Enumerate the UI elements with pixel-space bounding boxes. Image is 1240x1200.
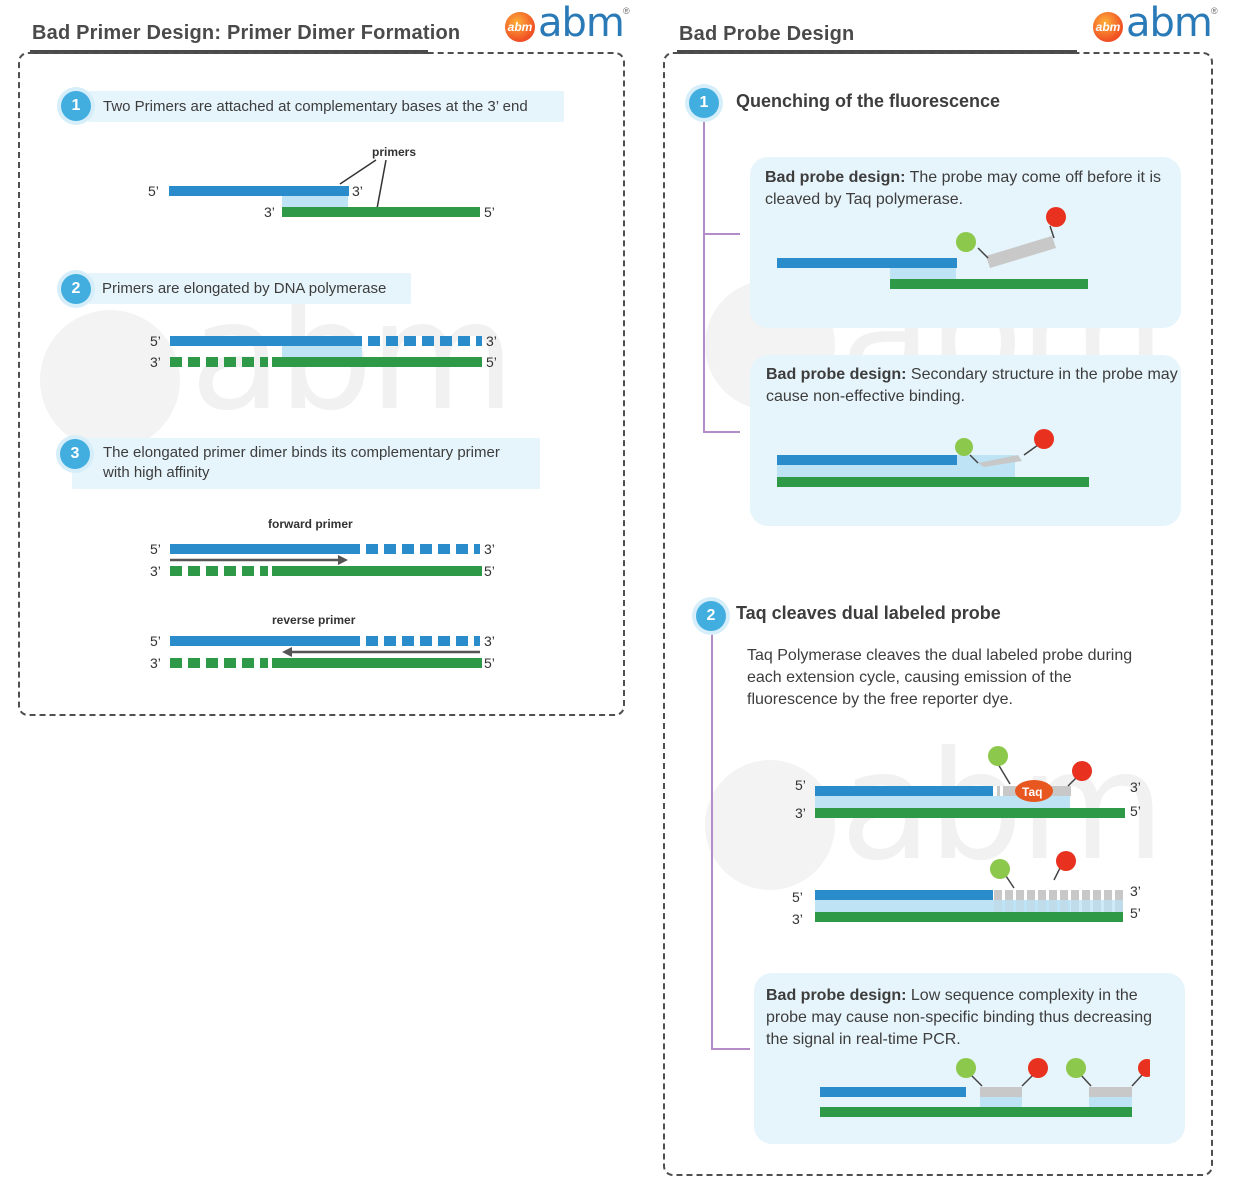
primers-label: primers [372, 145, 416, 159]
step-3-text: The elongated primer dimer binds its com… [103, 444, 500, 481]
probe-detach-diagram [777, 207, 1088, 289]
probe-card-2-body: Secondary structure in the probe may cau… [766, 366, 1178, 405]
forward-primer-label: forward primer [268, 517, 353, 531]
label-3prime: 3’ [792, 911, 803, 927]
watermark-ball-right-2 [705, 760, 835, 890]
probe-card-1-bold: Bad probe design: [765, 169, 906, 186]
section-2-paragraph: Taq Polymerase cleaves the dual labeled … [747, 647, 1133, 708]
taq-cleavage-diagram-1: Taq 5’ 3’ 3’ 5’ [795, 746, 1141, 821]
step-1-box: Two Primers are attached at complementar… [88, 91, 564, 122]
step-3-badge: 3 [60, 439, 90, 469]
right-panel-title: Bad Probe Design [679, 23, 855, 45]
abm-logo-word: abm [538, 0, 625, 46]
label-5prime: 5’ [484, 655, 495, 671]
taq-label: Taq [1022, 785, 1042, 799]
label-5prime: 5’ [1130, 803, 1141, 819]
label-3prime: 3’ [264, 204, 275, 220]
probe-card-1-text: Bad probe design: The probe may come off… [765, 167, 1170, 211]
label-3prime: 3’ [150, 655, 161, 671]
label-3prime: 3’ [352, 183, 363, 199]
step-3-box: The elongated primer dimer binds its com… [72, 438, 540, 489]
primer-dimer-diagram-1: primers 5’ 3’ 3’ 5’ [148, 145, 495, 220]
label-5prime: 5’ [792, 889, 803, 905]
left-panel-title: Bad Primer Design: Primer Dimer Formatio… [32, 22, 461, 44]
probe-secondary-structure-diagram [777, 429, 1089, 487]
probe-card-1-body: The probe may come off before it is clea… [765, 169, 1161, 208]
abm-logo-ball: abm [505, 12, 535, 42]
label-5prime: 5’ [150, 333, 161, 349]
step-2-text: Primers are elongated by DNA polymerase [102, 280, 387, 297]
right-panel [663, 52, 1213, 1176]
abm-logo-right: abm abm ® [1093, 0, 1223, 46]
label-5prime: 5’ [1130, 905, 1141, 921]
label-5prime: 5’ [795, 777, 806, 793]
abm-logo-left: abm abm ® [505, 0, 635, 46]
step-1-badge: 1 [61, 91, 91, 121]
left-panel [18, 52, 625, 716]
label-3prime: 3’ [150, 354, 161, 370]
label-5prime: 5’ [150, 541, 161, 557]
label-5prime: 5’ [486, 354, 497, 370]
step-2-badge: 2 [61, 274, 91, 304]
probe-card-2-text: Bad probe design: Secondary structure in… [766, 364, 1178, 408]
label-3prime: 3’ [1130, 883, 1141, 899]
primer-dimer-diagram-2: 5’ 3’ 3’ 5’ [150, 333, 497, 370]
reverse-primer-diagram: reverse primer 5’ 3’ 3’ 5’ [150, 613, 495, 671]
label-5prime: 5’ [148, 183, 159, 199]
section-1-heading: Quenching of the fluorescence [736, 91, 1001, 111]
label-3prime: 3’ [150, 563, 161, 579]
section-2-heading: Taq cleaves dual labeled probe [736, 603, 1001, 623]
section-bracket-lines [703, 120, 750, 1050]
probe-card-3-body: Low sequence complexity in the probe may… [766, 987, 1153, 1048]
probe-card-3-text: Bad probe design: Low sequence complexit… [766, 985, 1178, 1051]
label-3prime: 3’ [1130, 779, 1141, 795]
label-3prime: 3’ [484, 541, 495, 557]
step-2-box: Primers are elongated by DNA polymerase [88, 273, 411, 304]
non-specific-binding-diagram [820, 1058, 1150, 1117]
label-3prime: 3’ [795, 805, 806, 821]
reverse-primer-label: reverse primer [272, 613, 356, 627]
watermark-ball-left [40, 310, 180, 450]
probe-card-2-bold: Bad probe design: [766, 366, 907, 383]
section-1-badge: 1 [689, 88, 719, 118]
probe-card-3-bold: Bad probe design: [766, 987, 907, 1004]
step-1-text: Two Primers are attached at complementar… [103, 98, 528, 115]
abm-logo-reg: ® [623, 6, 630, 16]
section-2-badge: 2 [696, 601, 726, 631]
label-5prime: 5’ [150, 633, 161, 649]
label-5prime: 5’ [484, 204, 495, 220]
label-5prime: 5’ [484, 563, 495, 579]
abm-logo-word: abm [1126, 0, 1213, 46]
label-3prime: 3’ [486, 333, 497, 349]
abm-logo-ball: abm [1093, 12, 1123, 42]
label-3prime: 3’ [484, 633, 495, 649]
forward-primer-diagram: forward primer 5’ 3’ 3’ 5’ [150, 517, 495, 579]
abm-logo-reg: ® [1211, 6, 1218, 16]
taq-cleavage-diagram-2: 5’ 3’ 3’ 5’ [792, 851, 1141, 927]
